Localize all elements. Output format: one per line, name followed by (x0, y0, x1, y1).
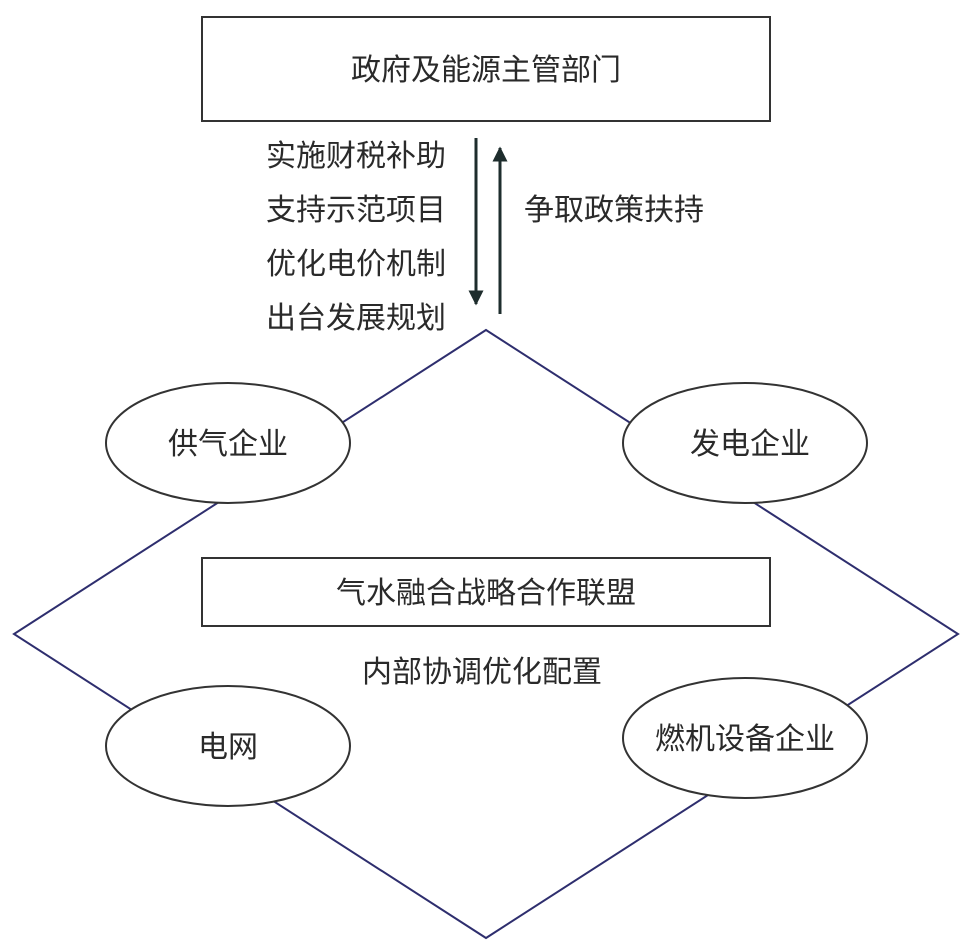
gas-supply-label: 供气企业 (168, 427, 288, 462)
turbine-equipment-ellipse (622, 677, 868, 799)
alliance-label: 气水融合战略合作联盟 (336, 576, 636, 611)
alliance-diamond (12, 328, 960, 940)
gas-supply-ellipse (105, 382, 351, 504)
government-action-3: 优化电价机制 (266, 247, 446, 282)
alliance-box (201, 557, 771, 627)
grid-ellipse (105, 685, 351, 807)
government-action-4: 出台发展规划 (266, 301, 446, 336)
internal-coordination-label: 内部协调优化配置 (362, 655, 602, 690)
turbine-equipment-label: 燃机设备企业 (655, 722, 835, 757)
government-action-1: 实施财税补助 (266, 139, 446, 174)
power-generation-ellipse (622, 382, 868, 504)
power-generation-label: 发电企业 (690, 427, 810, 462)
government-label: 政府及能源主管部门 (351, 53, 621, 88)
government-box (201, 16, 771, 122)
grid-label: 电网 (198, 730, 258, 765)
government-action-2: 支持示范项目 (266, 193, 446, 228)
enterprise-action: 争取政策扶持 (524, 193, 704, 228)
